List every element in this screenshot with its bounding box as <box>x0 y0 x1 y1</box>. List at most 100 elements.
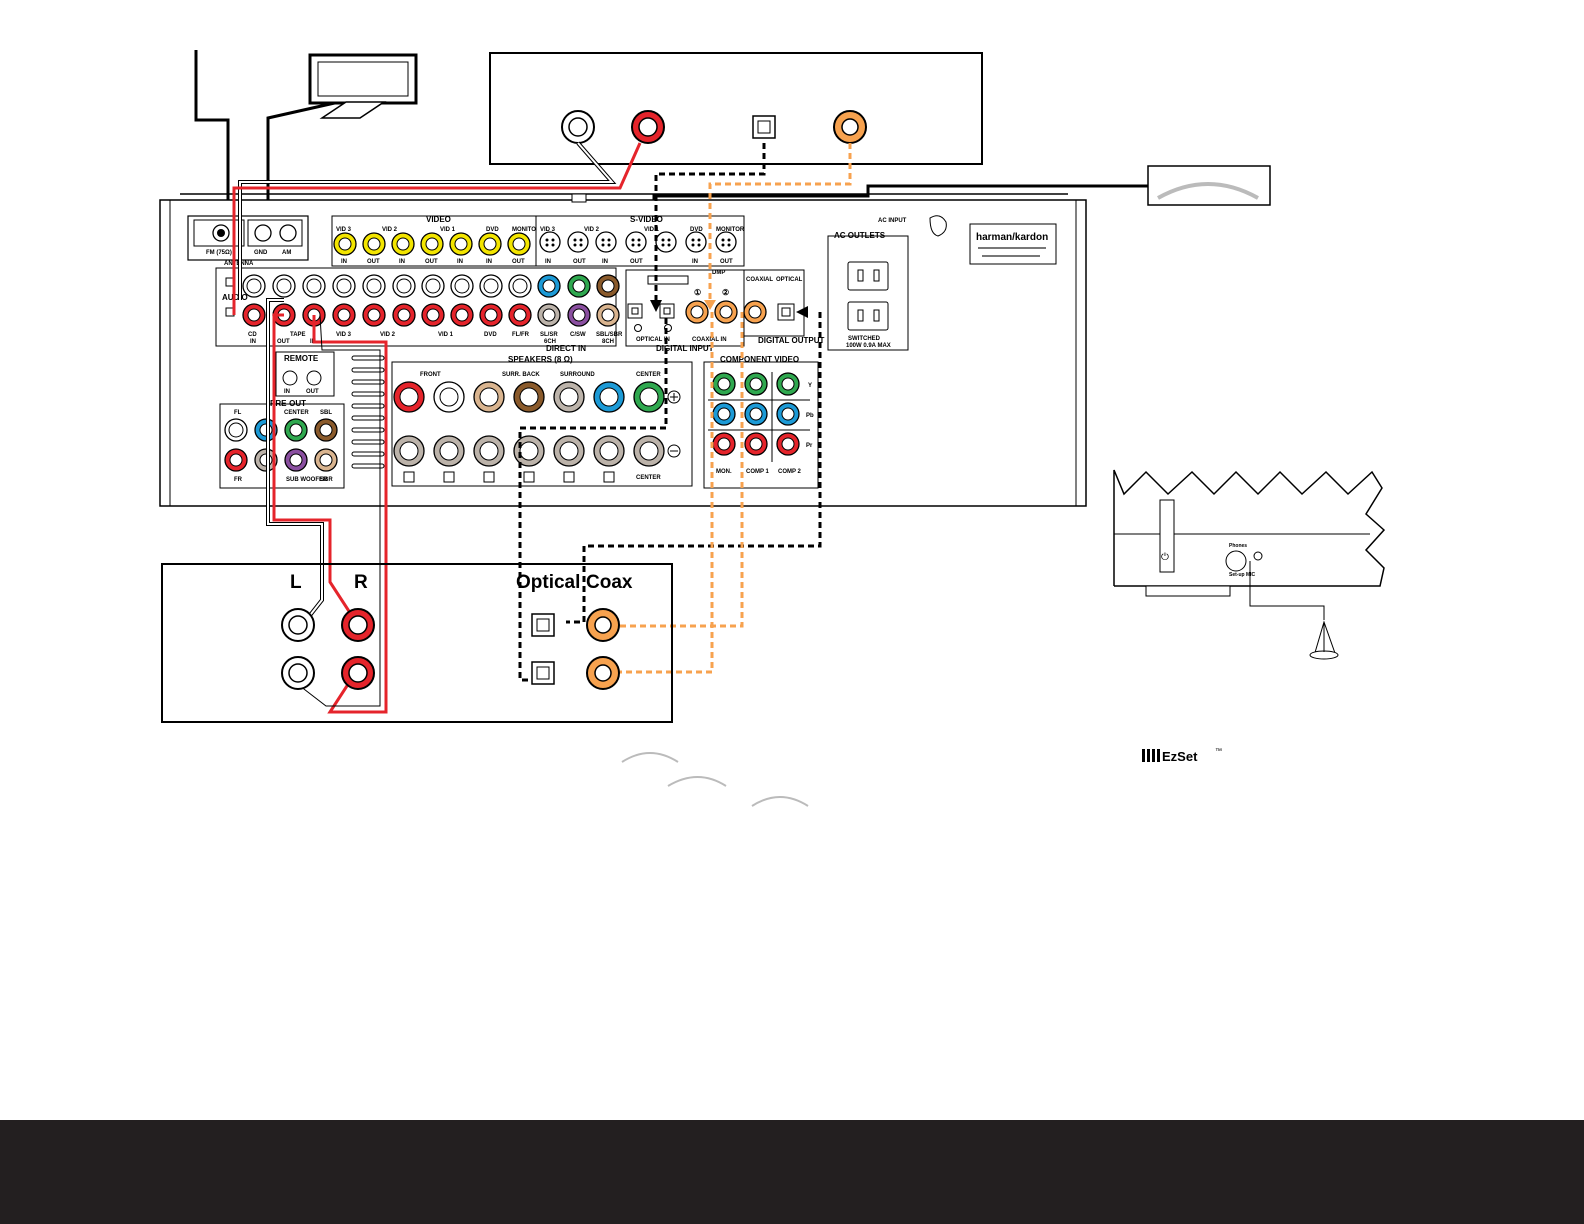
digital-input-section: DMP ① ② OPTICAL IN COAXIAL IN DIGITAL IN… <box>625 269 745 353</box>
coax-cable-lower-a <box>618 312 744 628</box>
svideo-col-vid1: VID 1 <box>644 227 660 233</box>
svideo-jack <box>655 231 677 253</box>
svideo-jack <box>595 231 617 253</box>
lower-coax-jack-top <box>586 608 620 642</box>
lower-left-jack-top <box>281 608 315 642</box>
preout-sbl-label: SBL <box>320 410 332 416</box>
svideo-jack-label: OUT <box>720 259 733 265</box>
lower-right-jack-bottom <box>341 656 375 690</box>
antenna-block: FM (75Ω) GND AM ANTENNA <box>187 215 309 267</box>
video-jack-label: IN <box>486 259 492 265</box>
vid3-label: VID 3 <box>336 332 352 338</box>
lower-device-left-label: L <box>290 572 302 593</box>
tape-red-cable-in <box>312 315 388 714</box>
c-sw-label: C/SW <box>570 332 586 338</box>
speakers-surr-back-label: SURR. BACK <box>502 372 540 378</box>
yellow-jack <box>420 232 444 256</box>
svideo-jack-label: IN <box>692 259 698 265</box>
8ch-label: 8CH <box>602 339 614 345</box>
speaker-terminals: SPEAKERS (8 Ω) FRONT SURR. BACK SURROUND… <box>391 355 693 487</box>
preout-center-label: CENTER <box>284 410 309 416</box>
direct-in-section: SL/SR C/SW SBL/SBR 6CH 8CH DIRECT IN <box>537 274 623 353</box>
optical-cable-top <box>654 143 766 302</box>
gnd-label: GND <box>254 250 268 256</box>
harman-kardon-logo: harman/kardon <box>976 232 1048 243</box>
optical-in-label: OPTICAL IN <box>636 337 670 343</box>
digital-output-section: COAXIAL OPTICAL DIGITAL OUTPUT <box>743 269 824 345</box>
cd-label: CD <box>248 332 257 338</box>
optical-cable-lower-b <box>566 312 822 624</box>
yellow-jack <box>449 232 473 256</box>
preout-sbr-label: SBR <box>320 477 333 483</box>
svideo-title: S-VIDEO <box>630 215 663 224</box>
cd-in-label: IN <box>250 339 256 345</box>
digital-out-optical-label: OPTICAL <box>776 277 803 283</box>
ac-switched-label: SWITCHED <box>848 336 881 342</box>
front-panel-detail: ⏻ Phones Set-up MIC <box>1113 469 1386 660</box>
ezset-logo: EzSet ™ <box>1142 748 1222 764</box>
component-comp2-label: COMP 2 <box>778 469 802 475</box>
mic-cable <box>1249 561 1325 620</box>
svideo-jack <box>625 231 647 253</box>
preout-sub-label: SUB WOOFER <box>286 477 328 483</box>
ac-section: AC INPUT AC OUTLETS SWITCHED 100W 0.9A M… <box>827 215 947 351</box>
top-device-coax-jack <box>833 110 867 144</box>
remote-in-label: IN <box>284 389 290 395</box>
speakers-center-bottom-label: CENTER <box>636 475 661 481</box>
svideo-col-dvd: DVD <box>690 227 703 233</box>
speakers-surround-label: SURROUND <box>560 372 595 378</box>
video-section: VIDEO VID 3 VID 2 VID 1 DVD MONITOR IN O… <box>331 215 545 267</box>
yellow-jack <box>391 232 415 256</box>
ac-outlets-title: AC OUTLETS <box>834 231 886 240</box>
preout-title: PRE-OUT <box>270 399 306 408</box>
svideo-jack-label: OUT <box>573 259 586 265</box>
sl-sr-label: SL/SR <box>540 332 558 338</box>
ezset-tm: ™ <box>1215 748 1222 755</box>
component-y-label: Y <box>808 383 812 389</box>
component-mon-label: MON. <box>716 469 732 475</box>
ezset-text: EzSet <box>1162 749 1198 764</box>
ac-switched-max-label: 100W 0.9A MAX <box>846 343 891 349</box>
coax-in-2-label: ② <box>722 288 729 297</box>
lower-device-right-label: R <box>354 572 368 593</box>
ac-input-title: AC INPUT <box>878 218 907 224</box>
svideo-jack <box>685 231 707 253</box>
lower-left-jack-bottom <box>281 656 315 690</box>
preout-fl-label: FL <box>234 410 242 416</box>
sbl-sbr-label: SBL/SBR <box>596 332 623 338</box>
preout-section: PRE-OUT FL CENTER SBL FR SUB WOOFER SBR <box>219 399 345 489</box>
phones-label: Phones <box>1229 543 1247 549</box>
video-jack-label: IN <box>341 259 347 265</box>
video-col-vid2: VID 2 <box>382 227 398 233</box>
lower-device-coax-label: Coax <box>586 572 633 593</box>
coax-cable-lower-b <box>618 312 714 674</box>
6ch-label: 6CH <box>544 339 556 345</box>
tape-red-cable-out <box>272 313 358 623</box>
top-device <box>489 52 983 165</box>
lower-optical-jack-top <box>531 613 555 637</box>
component-pr-label: Pr <box>806 443 813 449</box>
video-title: VIDEO <box>426 215 451 224</box>
svideo-section: S-VIDEO VID 3 VID 2 VID 1 DVD MONITOR IN… <box>535 215 745 267</box>
top-device-audio-left-jack <box>561 110 595 144</box>
speakers-title: SPEAKERS (8 Ω) <box>508 355 573 364</box>
video-jack-label: OUT <box>367 259 380 265</box>
coax-cable-top <box>708 143 852 300</box>
video-jack-label: OUT <box>425 259 438 265</box>
footer-bar <box>0 1120 1584 1224</box>
am-antenna-wire <box>266 98 349 230</box>
svideo-col-vid3: VID 3 <box>540 227 556 233</box>
setup-mic-label: Set-up MIC <box>1229 572 1255 578</box>
svideo-col-monitor: MONITOR <box>716 227 745 233</box>
yellow-jack <box>478 232 502 256</box>
svideo-jack-label: OUT <box>630 259 643 265</box>
video-jack-label: OUT <box>512 259 525 265</box>
microphone-icon <box>1309 620 1339 660</box>
coax-in-1-label: ① <box>694 288 701 297</box>
am-label: AM <box>282 250 291 256</box>
vid2-label: VID 2 <box>380 332 396 338</box>
digital-output-title: DIGITAL OUTPUT <box>758 336 824 345</box>
component-video-title: COMPONENT VIDEO <box>720 355 799 364</box>
red-audio-cable <box>232 142 642 315</box>
